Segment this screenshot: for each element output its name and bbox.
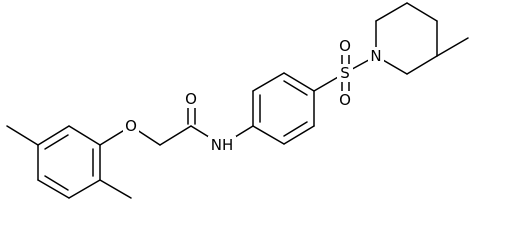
methyl-bond-bottom	[99, 179, 132, 199]
piperidine-ring	[375, 2, 438, 75]
piperidine-nitrogen-label: N	[370, 47, 381, 65]
chemical-structure-diagram: O O NH S O O N	[6, 2, 469, 199]
bond	[68, 179, 101, 199]
atom-sulfonyl-oxygen-top: O	[337, 37, 353, 55]
methyl-bond-piperidine	[436, 37, 469, 57]
ether-oxygen-label: O	[125, 117, 137, 135]
phenylene-ring	[252, 72, 315, 145]
dimethylphenyl-ring	[37, 125, 101, 199]
sulfur-label: S	[340, 64, 350, 82]
bond	[37, 179, 70, 199]
bond	[283, 72, 315, 92]
carbonyl-oxygen-label: O	[185, 90, 197, 108]
atom-piperidine-nitrogen: N	[368, 47, 384, 65]
atom-amide-nitrogen: NH	[208, 136, 236, 154]
atom-sulfur: S	[337, 64, 353, 82]
bond	[375, 2, 408, 22]
double-bond-inner	[44, 175, 69, 191]
bond	[406, 55, 438, 75]
double-bond-inner	[283, 121, 308, 137]
double-bond-inner	[44, 134, 69, 150]
bond	[37, 125, 70, 146]
sulfonyl-oxygen-top-label: O	[339, 37, 351, 55]
bond	[406, 2, 438, 22]
bond-ch2-to-carbonyl	[159, 125, 192, 146]
bond	[283, 125, 315, 145]
methyl-bond-top	[6, 125, 39, 146]
atom-sulfonyl-oxygen-bottom: O	[337, 91, 353, 109]
bond	[252, 125, 285, 145]
double-bond-inner	[283, 80, 308, 96]
bond	[252, 72, 285, 92]
atom-carbonyl-oxygen: O	[183, 90, 199, 108]
bond	[68, 125, 101, 146]
amide-nh-label: NH	[211, 136, 234, 154]
atom-ether-oxygen: O	[123, 117, 139, 135]
sulfonyl-oxygen-bottom-label: O	[339, 91, 351, 109]
